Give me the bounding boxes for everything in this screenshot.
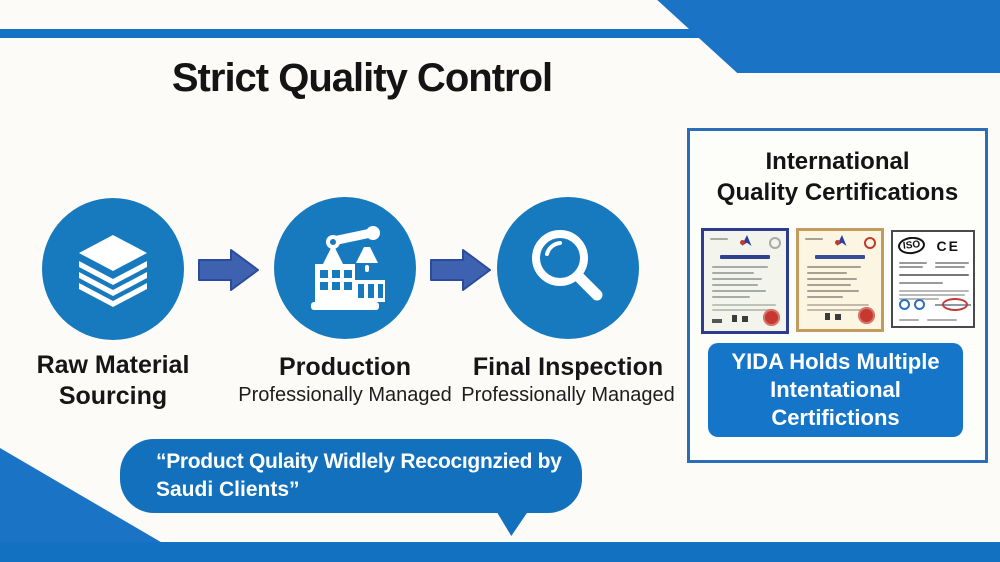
cert-stamp-mark bbox=[741, 316, 748, 322]
quote-line1: “Product Qulaity Widlely Recocıgnzied by bbox=[156, 450, 562, 473]
step-title-line1: Raw Material bbox=[36, 351, 190, 379]
cert-text-line bbox=[711, 290, 766, 292]
cert-text-line bbox=[804, 238, 823, 240]
cert-text-line bbox=[711, 266, 768, 268]
cert-text-line bbox=[926, 319, 957, 321]
cert-logo-icon bbox=[739, 235, 754, 246]
cert-text-line bbox=[898, 266, 923, 268]
step-title-line2: Sourcing bbox=[58, 382, 168, 411]
cert-text-line bbox=[898, 282, 943, 284]
badge-line1: YIDA Holds Multiple bbox=[731, 348, 940, 374]
layers-icon bbox=[79, 235, 147, 307]
magnifier-icon bbox=[532, 230, 603, 301]
quote-line2: Saudi Clients” bbox=[156, 478, 300, 501]
factory-crane-icon bbox=[311, 226, 385, 310]
step-subtitle-final-inspection: Professionally Managed bbox=[461, 384, 675, 406]
red-oval-seal-icon bbox=[941, 298, 968, 311]
cert-logo-icon bbox=[834, 235, 849, 246]
cert-text-line bbox=[934, 262, 969, 264]
cert-text-line bbox=[898, 290, 969, 292]
cert-text-line bbox=[711, 304, 776, 306]
cert-text-line bbox=[711, 296, 750, 298]
yida-badge: YIDA Holds Multiple Intentational Certif… bbox=[708, 343, 963, 437]
cert-text-line bbox=[806, 266, 861, 268]
slide-title: Strict Quality Control bbox=[171, 56, 553, 100]
cert-text-line bbox=[806, 290, 859, 292]
cert-text-line bbox=[711, 278, 762, 280]
cert-text-line bbox=[709, 238, 728, 240]
iso-mark: ISO bbox=[896, 235, 926, 256]
cert-text-line bbox=[711, 284, 758, 286]
red-seal-icon bbox=[857, 307, 875, 324]
ce-mark: CE bbox=[936, 238, 960, 254]
cert-text-line bbox=[898, 274, 969, 276]
certifications-panel: International Quality Certifications bbox=[687, 128, 988, 463]
step-title-production: Production bbox=[279, 353, 411, 381]
certificate-blue-frame bbox=[700, 228, 789, 334]
cert-text-line bbox=[711, 272, 754, 274]
certificate-row: ISO CE bbox=[690, 228, 985, 334]
cert-text-line bbox=[806, 284, 851, 286]
red-ring-seal-icon bbox=[863, 237, 876, 249]
silver-seal-icon bbox=[768, 237, 781, 249]
cert-text-line bbox=[806, 278, 857, 280]
certificate-gold-frame bbox=[795, 228, 884, 332]
cert-stamp-mark bbox=[731, 315, 737, 322]
step-subtitle-production: Professionally Managed bbox=[238, 384, 452, 406]
cert-text-line bbox=[806, 304, 869, 306]
step-title-final-inspection: Final Inspection bbox=[472, 353, 664, 381]
step-circle-production bbox=[274, 197, 416, 339]
arrow-right-icon bbox=[198, 249, 259, 291]
certificate-iso-ce: ISO CE bbox=[890, 230, 975, 328]
red-seal-icon bbox=[762, 309, 780, 326]
cert-text-line bbox=[898, 319, 919, 321]
arrow-right-icon bbox=[430, 249, 491, 291]
cert-text-line bbox=[806, 296, 843, 298]
cert-text-line bbox=[934, 266, 965, 268]
cert-text-line bbox=[898, 294, 965, 296]
badge-line2: Intentational bbox=[770, 376, 901, 402]
badge-line3: Certifictions bbox=[771, 405, 900, 431]
bottom-accent-band bbox=[0, 542, 1000, 562]
panel-title: International Quality Certifications bbox=[690, 146, 985, 208]
cert-title-line bbox=[814, 255, 865, 259]
cert-title-line bbox=[719, 255, 770, 259]
cert-text-line bbox=[806, 309, 865, 311]
cert-stamp-mark bbox=[834, 314, 841, 320]
cert-stamp-mark bbox=[824, 313, 830, 320]
blue-seal-icon bbox=[913, 299, 925, 310]
step-title-raw-material: Raw Material Sourcing bbox=[0, 350, 226, 413]
cert-barcode bbox=[711, 319, 722, 323]
quote-bubble: “Product Qulaity Widlely Recocıgnzied by… bbox=[120, 439, 582, 513]
step-circle-final-inspection bbox=[497, 197, 639, 339]
cert-text-line bbox=[806, 272, 847, 274]
top-accent-line bbox=[0, 29, 1000, 38]
step-circle-raw-material bbox=[42, 198, 184, 340]
cert-text-line bbox=[711, 309, 772, 311]
blue-seal-icon bbox=[898, 299, 910, 310]
panel-title-line2: Quality Certifications bbox=[716, 179, 959, 207]
panel-title-line1: International bbox=[765, 148, 910, 175]
cert-text-line bbox=[898, 262, 927, 264]
